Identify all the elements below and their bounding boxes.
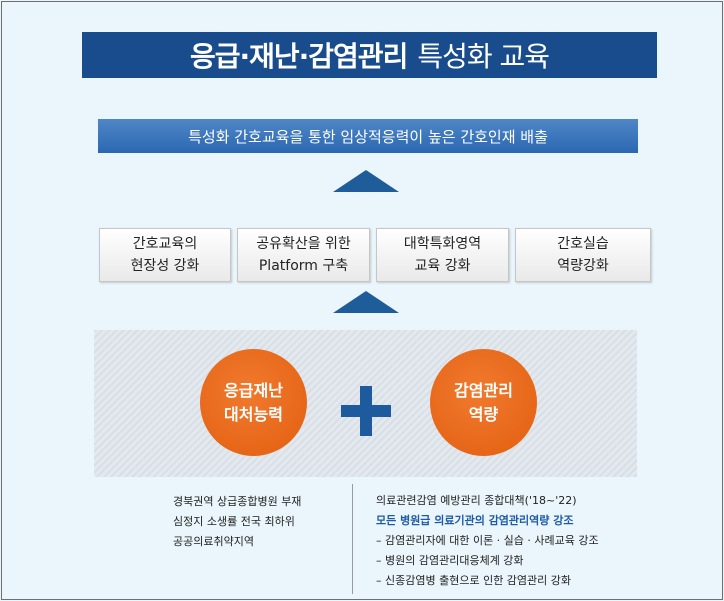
strategy-line: Platform 구축: [258, 258, 349, 274]
up-arrow-icon: [333, 170, 399, 192]
left-notes: 경북권역 상급종합병원 부재 심정지 소생률 전국 최하위 공공의료취약지역: [173, 492, 301, 552]
note-highlight: 모든 병원급 의료기관의 감염관리역량 강조: [376, 514, 574, 527]
diagram-title: 응급·재난·감염관리 특성화 교육: [82, 32, 657, 78]
divider: [352, 484, 353, 594]
note-line: 경북권역 상급종합병원 부재: [173, 495, 302, 508]
competency-line: 감염관리: [454, 380, 513, 400]
note-line: 공공의료취약지역: [173, 535, 254, 548]
strategy-line: 역량강화: [557, 258, 609, 274]
strategy-box-platform: 공유확산을 위한 Platform 구축: [237, 228, 370, 282]
strategy-line: 간호교육의: [132, 236, 198, 252]
goal-banner: 특성화 간호교육을 통한 임상적응력이 높은 간호인재 배출: [98, 119, 638, 153]
title-normal: 특성화 교육: [417, 40, 550, 73]
strategy-line: 교육 강화: [414, 258, 471, 274]
note-heading: 의료관련감염 예방관리 종합대책('18~'22): [376, 494, 577, 507]
plus-icon: [341, 386, 391, 436]
strategy-box-specialization: 대학특화영역 교육 강화: [376, 228, 509, 282]
strategy-box-practice: 간호실습 역량강화: [515, 228, 651, 282]
strategy-line: 대학특화영역: [403, 236, 482, 252]
up-arrow-icon: [333, 291, 399, 313]
note-line: – 병원의 감염관리대응체계 강화: [376, 554, 524, 567]
strategy-box-field: 간호교육의 현장성 강화: [99, 228, 231, 282]
competency-circle-emergency: 응급재난 대처능력: [200, 349, 307, 456]
competency-line: 대처능력: [224, 404, 283, 424]
strategy-line: 공유확산을 위한: [256, 236, 351, 252]
competency-line: 응급재난: [224, 380, 283, 400]
note-line: – 신종감염병 출현으로 인한 감염관리 강화: [376, 574, 572, 587]
competency-line: 역량: [468, 404, 499, 424]
strategy-line: 간호실습: [557, 236, 609, 252]
right-notes: 의료관련감염 예방관리 종합대책('18~'22) 모든 병원급 의료기관의 감…: [376, 491, 599, 591]
competency-circle-infection: 감염관리 역량: [430, 349, 537, 456]
note-line: – 감염관리자에 대한 이론 · 실습 · 사례교육 강조: [376, 534, 599, 547]
title-bold: 응급·재난·감염관리: [189, 40, 408, 73]
note-line: 심정지 소생률 전국 최하위: [173, 515, 295, 528]
strategy-line: 현장성 강화: [130, 258, 200, 274]
